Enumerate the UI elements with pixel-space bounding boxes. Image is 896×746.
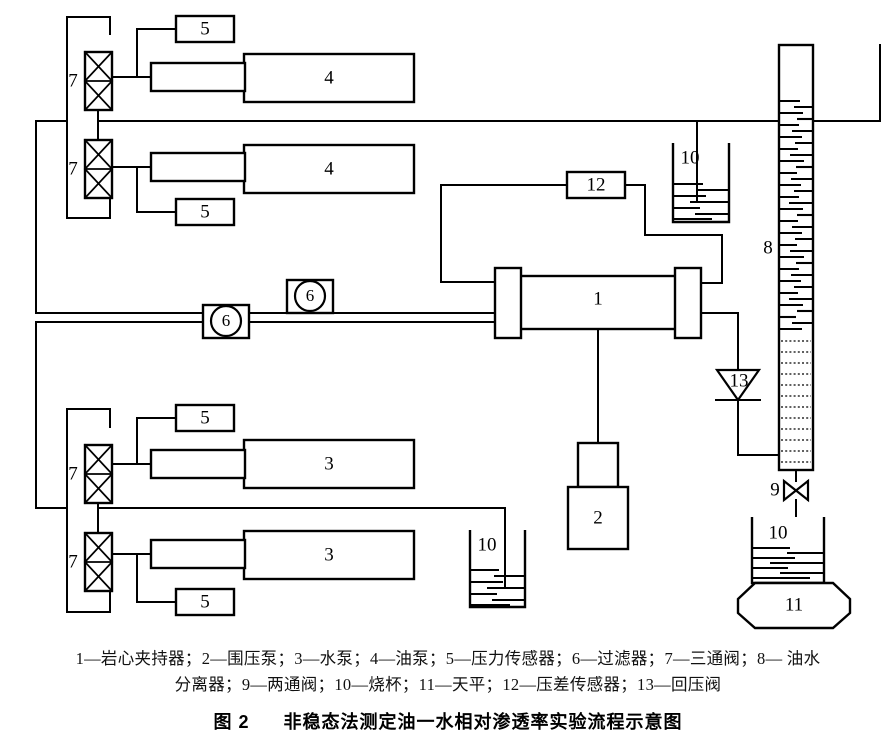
- oil-pump-lower-label: 4: [324, 158, 334, 179]
- three-way-valve-3[interactable]: 7: [68, 443, 114, 505]
- beaker-on-balance: 10: [750, 517, 826, 585]
- filter-lower-label: 6: [222, 311, 231, 330]
- balance-label: 11: [785, 594, 803, 615]
- filter-lower: 6: [201, 303, 251, 340]
- filter-upper: 6: [285, 278, 335, 315]
- beaker-on-balance-label: 10: [769, 522, 788, 543]
- figure-caption-block: 1—岩心夹持器；2—围压泵；3—水泵；4—油泵；5—压力传感器；6—过滤器；7—…: [0, 640, 896, 734]
- oil-water-separator-label: 8: [763, 237, 773, 258]
- oil-water-separator: 8: [763, 43, 815, 472]
- water-supply-line: [97, 507, 506, 531]
- three-way-valve-1[interactable]: 7: [68, 50, 114, 112]
- beaker-top-right-label: 10: [681, 147, 700, 168]
- three-way-valve-2-label: 7: [68, 158, 78, 179]
- pressure-sensor-2: 5: [136, 166, 236, 227]
- beaker-bottom-left: 10: [468, 529, 527, 609]
- pressure-sensor-1-label: 5: [200, 18, 210, 39]
- three-way-valve-3-label: 7: [68, 463, 78, 484]
- pressure-sensor-4: 5: [136, 553, 236, 617]
- separator-liquid-marks: [780, 99, 812, 331]
- legend-line-1: 1—岩心夹持器；2—围压泵；3—水泵；4—油泵；5—压力传感器；6—过滤器；7—…: [75, 649, 821, 668]
- oil-pump-upper: 4: [111, 52, 416, 104]
- two-way-valve-label: 9: [770, 479, 780, 500]
- pressure-sensor-4-label: 5: [200, 591, 210, 612]
- legend-line-2: 分离器；9—两通阀；10—烧杯；11—天平；12—压差传感器；13—回压阀: [174, 675, 722, 694]
- pressure-sensor-1: 5: [136, 14, 236, 78]
- confining-pressure-pump-label: 2: [593, 507, 603, 528]
- core-holder: 1: [493, 266, 703, 340]
- oil-pump-lower: 4: [111, 143, 416, 195]
- three-way-valve-2[interactable]: 7: [68, 138, 114, 200]
- outer-feed-lines: [35, 120, 68, 509]
- two-way-valve[interactable]: 9: [770, 469, 810, 518]
- process-flow-diagram: 7 7 7 7: [35, 14, 881, 630]
- filter-upper-label: 6: [306, 286, 315, 305]
- three-way-valve-4[interactable]: 7: [68, 531, 114, 593]
- beaker-top-right: 10: [671, 120, 731, 224]
- oil-pump-upper-label: 4: [324, 67, 334, 88]
- differential-pressure-sensor: 12: [440, 170, 723, 284]
- differential-pressure-sensor-label: 12: [587, 174, 606, 195]
- confining-pressure-pump: 2: [566, 328, 630, 551]
- water-pump-upper-label: 3: [324, 453, 334, 474]
- upper-left-manifold: [66, 16, 111, 219]
- water-pump-upper: 3: [111, 438, 416, 490]
- pressure-sensor-3-label: 5: [200, 407, 210, 428]
- three-way-valve-1-label: 7: [68, 70, 78, 91]
- pressure-sensor-3: 5: [136, 403, 236, 465]
- pressure-sensor-2-label: 5: [200, 201, 210, 222]
- water-pump-lower-label: 3: [324, 544, 334, 565]
- core-holder-label: 1: [593, 288, 603, 309]
- figure-title-text: 非稳态法测定油一水相对渗透率实验流程示意图: [283, 712, 683, 732]
- separator-graduation-marks: [781, 340, 811, 463]
- water-pump-lower: 3: [111, 529, 416, 581]
- back-pressure-valve[interactable]: 13: [700, 312, 780, 456]
- beaker-top-right-liquid: [674, 182, 728, 221]
- core-inlet-lines: [35, 312, 496, 323]
- beaker-balance-liquid: [753, 546, 823, 580]
- figure-number: 图 2: [213, 712, 250, 732]
- back-pressure-valve-label: 13: [730, 370, 749, 391]
- lower-left-manifold: [66, 408, 111, 613]
- beaker-bottom-left-label: 10: [478, 534, 497, 555]
- balance: 11: [736, 581, 852, 630]
- figure-title: 图 2 非稳态法测定油一水相对渗透率实验流程示意图: [0, 708, 896, 734]
- three-way-valve-4-label: 7: [68, 551, 78, 572]
